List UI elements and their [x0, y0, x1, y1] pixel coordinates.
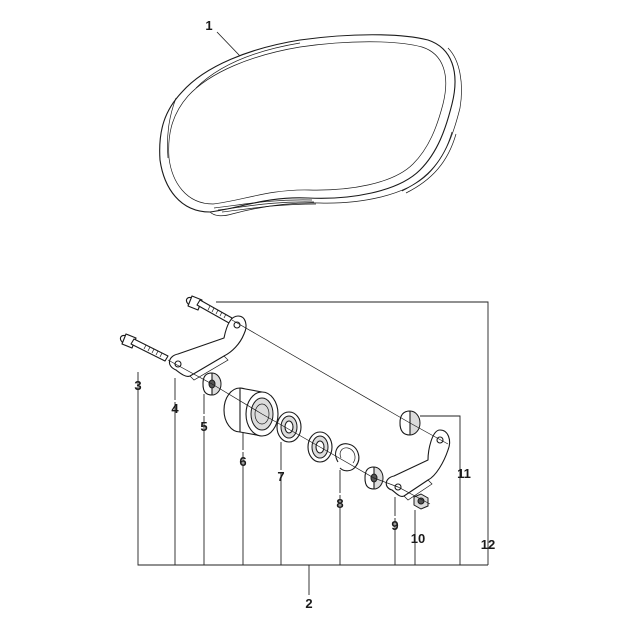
bearing-a — [276, 411, 333, 463]
pulley — [223, 387, 279, 437]
part-label-4: 4 — [171, 401, 179, 416]
bracket-left — [168, 315, 247, 381]
part-label-11: 11 — [457, 466, 471, 481]
bolt-short — [185, 295, 233, 324]
part-label-12: 12 — [481, 537, 495, 552]
part-label-3: 3 — [134, 378, 141, 393]
bolt-long — [119, 333, 169, 362]
part-label-2: 2 — [305, 596, 312, 611]
part-label-8: 8 — [336, 496, 343, 511]
part-label-7: 7 — [277, 469, 284, 484]
part-label-6: 6 — [239, 454, 246, 469]
drive-belt — [159, 34, 462, 217]
part-label-9: 9 — [391, 518, 398, 533]
part-labels: 1 2 3 4 5 6 7 8 9 10 11 12 — [134, 18, 495, 611]
part-label-10: 10 — [411, 531, 425, 546]
circlip — [335, 443, 360, 472]
assembly-axis-lines — [167, 319, 449, 505]
leader-lines — [137, 31, 489, 595]
bracket-right — [385, 429, 451, 501]
part-label-5: 5 — [200, 419, 207, 434]
part-label-1: 1 — [205, 18, 212, 33]
